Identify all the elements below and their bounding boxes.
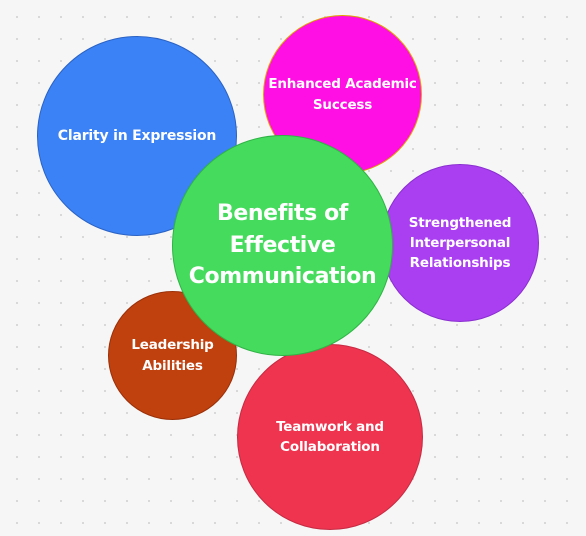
node-strengthened-interpersonal-relationships: Strengthened Interpersonal Relationships [381, 164, 539, 322]
node-label: Clarity in Expression [57, 127, 217, 144]
node-label: Strengthened Interpersonal Relationships [408, 214, 512, 272]
central-topic-node: Benefits of Effective Communication [172, 135, 393, 356]
central-topic-label: Benefits of Effective Communication [188, 200, 377, 290]
node-teamwork-and-collaboration: Teamwork and Collaboration [237, 344, 423, 530]
node-label: Leadership Abilities [131, 337, 214, 374]
node-label: Enhanced Academic Success [268, 76, 417, 113]
node-clarity-in-expression: Clarity in Expression [37, 36, 237, 236]
node-label: Teamwork and Collaboration [276, 418, 384, 455]
